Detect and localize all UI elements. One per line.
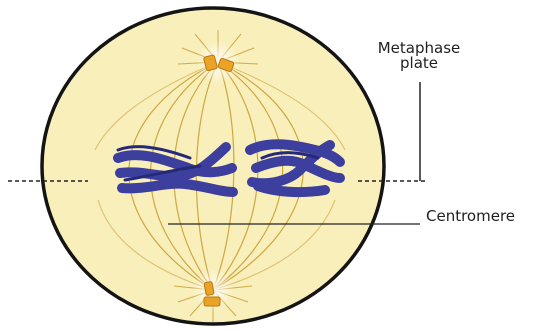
centromere-label: Centromere	[426, 209, 515, 224]
metaphase-plate-label: Metaphase plate	[361, 41, 477, 71]
metaphase-label-line2: plate	[361, 56, 477, 71]
chromosome-left	[118, 147, 233, 192]
